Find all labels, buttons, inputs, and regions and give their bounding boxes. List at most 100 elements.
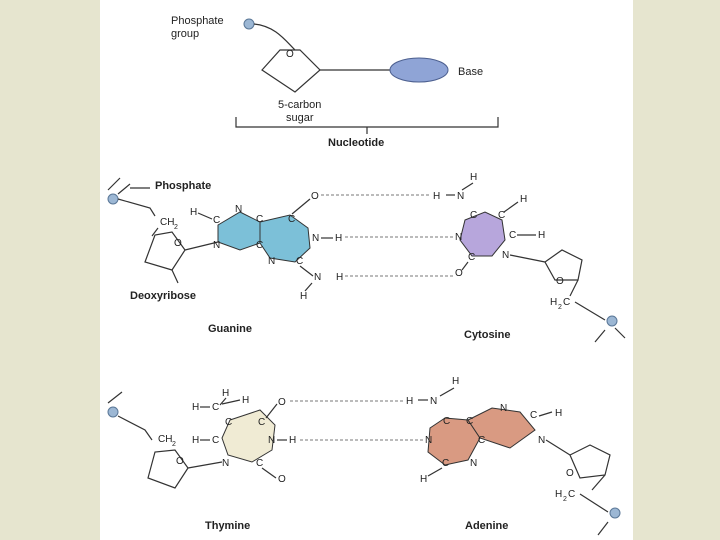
svg-text:N: N xyxy=(538,435,545,446)
svg-text:H: H xyxy=(550,297,557,308)
svg-text:C: C xyxy=(470,210,477,221)
svg-text:C: C xyxy=(296,256,303,267)
svg-text:H: H xyxy=(470,172,477,183)
svg-text:O: O xyxy=(278,474,286,485)
svg-text:H: H xyxy=(192,435,199,446)
svg-text:C: C xyxy=(563,297,570,308)
phosphate-label: Phosphate xyxy=(155,180,211,192)
deoxyribose-ring-right xyxy=(544,249,583,281)
svg-text:C: C xyxy=(468,252,475,263)
svg-text:2: 2 xyxy=(558,304,562,311)
guanine-ring-large xyxy=(259,214,311,263)
deoxyribose-ring-left-2 xyxy=(147,449,189,489)
svg-text:H: H xyxy=(433,191,440,202)
phosphate-group-label-2: group xyxy=(171,28,199,40)
svg-text:H: H xyxy=(335,233,342,244)
svg-text:H: H xyxy=(406,396,413,407)
svg-text:C: C xyxy=(213,215,220,226)
svg-text:H: H xyxy=(336,272,343,283)
svg-text:C: C xyxy=(478,435,485,446)
adenine-label: Adenine xyxy=(465,520,508,532)
svg-text:CH: CH xyxy=(160,217,174,228)
svg-text:H: H xyxy=(555,489,562,500)
deoxyribose-ring-left xyxy=(144,231,186,271)
svg-text:N: N xyxy=(314,272,321,283)
svg-text:H: H xyxy=(192,402,199,413)
svg-text:N: N xyxy=(455,232,462,243)
svg-text:C: C xyxy=(530,410,537,421)
base-oval xyxy=(389,57,449,83)
svg-text:2: 2 xyxy=(172,441,176,448)
guanine-cytosine-pair: Phosphate CH 2 O Deoxyribose H C N C C N xyxy=(107,172,626,343)
deoxyribose-ring-right-2 xyxy=(569,444,611,479)
svg-text:C: C xyxy=(256,214,263,225)
dna-diagram: Phosphate group O Base 5-carbon sugar Nu… xyxy=(107,15,626,536)
sugar-label-1: 5-carbon xyxy=(278,99,321,111)
svg-text:N: N xyxy=(268,435,275,446)
svg-text:N: N xyxy=(268,256,275,267)
svg-text:H: H xyxy=(452,376,459,387)
deoxyribose-label: Deoxyribose xyxy=(130,290,196,302)
svg-text:C: C xyxy=(443,416,450,427)
svg-text:N: N xyxy=(213,240,220,251)
phosphate-ball-right-2 xyxy=(609,507,621,519)
svg-text:H: H xyxy=(420,474,427,485)
svg-text:H: H xyxy=(289,435,296,446)
svg-text:C: C xyxy=(466,416,473,427)
svg-text:C: C xyxy=(509,230,516,241)
svg-text:H: H xyxy=(190,207,197,218)
sugar-label-2: sugar xyxy=(286,112,314,124)
svg-text:H: H xyxy=(538,230,545,241)
phosphate-ball xyxy=(243,18,255,30)
svg-text:C: C xyxy=(256,458,263,469)
adenine-ring-large xyxy=(427,417,481,466)
svg-text:O: O xyxy=(566,468,574,479)
diagram-panel: Phosphate group O Base 5-carbon sugar Nu… xyxy=(100,0,633,540)
phosphate-ball-right xyxy=(606,315,618,327)
svg-text:N: N xyxy=(470,458,477,469)
svg-text:H: H xyxy=(242,395,249,406)
svg-text:C: C xyxy=(568,489,575,500)
svg-text:N: N xyxy=(425,435,432,446)
svg-text:C: C xyxy=(212,402,219,413)
svg-text:C: C xyxy=(212,435,219,446)
svg-text:H: H xyxy=(520,194,527,205)
thymine-ring xyxy=(221,409,276,463)
svg-text:O: O xyxy=(556,276,564,287)
svg-text:2: 2 xyxy=(174,224,178,231)
svg-text:CH: CH xyxy=(158,434,172,445)
svg-text:O: O xyxy=(174,238,182,249)
thymine-adenine-pair: CH 2 O H H H C C C O H C N H N C O xyxy=(107,376,621,536)
svg-text:N: N xyxy=(502,250,509,261)
svg-text:2: 2 xyxy=(563,496,567,503)
base-label: Base xyxy=(458,66,483,78)
svg-text:C: C xyxy=(225,417,232,428)
svg-text:C: C xyxy=(256,240,263,251)
svg-text:H: H xyxy=(300,291,307,302)
svg-text:N: N xyxy=(235,204,242,215)
sugar-ring xyxy=(261,49,321,93)
svg-text:O: O xyxy=(455,268,463,279)
svg-text:N: N xyxy=(222,458,229,469)
guanine-label: Guanine xyxy=(208,323,252,335)
svg-text:O: O xyxy=(176,456,184,467)
svg-text:H: H xyxy=(222,388,229,399)
svg-text:N: N xyxy=(312,233,319,244)
svg-text:O: O xyxy=(278,397,286,408)
svg-text:N: N xyxy=(457,191,464,202)
sugar-oxygen: O xyxy=(286,49,294,60)
guanine-ring-small xyxy=(217,211,261,251)
nucleotide-title: Nucleotide xyxy=(328,137,384,149)
svg-text:N: N xyxy=(500,403,507,414)
cytosine-label: Cytosine xyxy=(464,329,510,341)
svg-text:C: C xyxy=(442,458,449,469)
svg-text:C: C xyxy=(258,417,265,428)
nucleotide-bracket xyxy=(235,117,499,128)
phosphate-group-label-1: Phosphate xyxy=(171,15,224,27)
svg-text:C: C xyxy=(498,210,505,221)
svg-text:O: O xyxy=(311,191,319,202)
phosphate-ball-left xyxy=(107,193,119,205)
svg-text:H: H xyxy=(555,408,562,419)
thymine-label: Thymine xyxy=(205,520,250,532)
